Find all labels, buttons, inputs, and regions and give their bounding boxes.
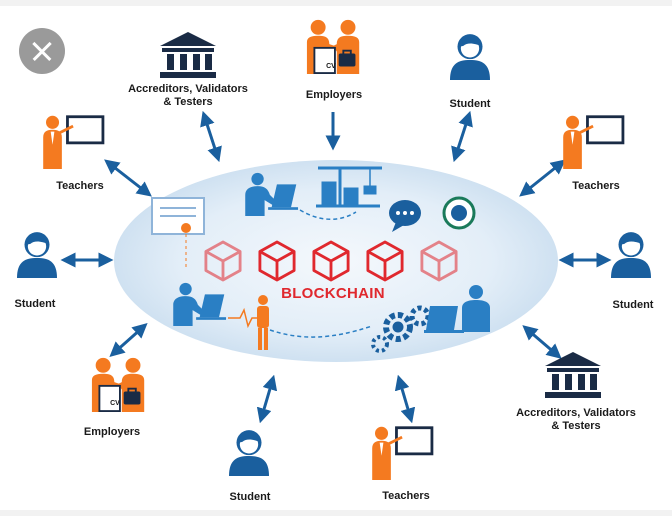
person-laptop-icon [424, 285, 490, 333]
cv-tag: CV [326, 63, 336, 70]
label-line: & Testers [163, 96, 213, 108]
institution-icon [545, 352, 601, 398]
connection-arrows [60, 110, 612, 424]
student-icon [229, 430, 269, 476]
node-label-accreditors-top: Accreditors, Validators & Testers [108, 83, 268, 109]
student-icon [450, 34, 490, 80]
node-label-student-right: Student [612, 299, 654, 311]
arrow-accreditors-top [200, 110, 222, 163]
node-label-student-top: Student [449, 98, 491, 110]
factory-crane-icon [316, 166, 382, 208]
label-line: & Testers [551, 420, 601, 432]
chat-bubble-icon [389, 200, 421, 232]
student-icon [17, 232, 57, 278]
node-label-teachers-right: Teachers [572, 180, 620, 192]
ellipse-illustrations [151, 166, 490, 353]
label-line: Accreditors, Validators [516, 407, 636, 419]
student-icon [611, 232, 651, 278]
arrow-employers-bottom [109, 323, 148, 357]
node-label-teachers-left: Teachers [56, 180, 104, 192]
arrow-teachers-bottom [394, 374, 416, 424]
gears-icon [371, 305, 431, 353]
teacher-board-icon [41, 114, 105, 169]
blockchain-label: BLOCKCHAIN [281, 285, 385, 302]
verified-badge-icon [442, 196, 476, 230]
node-label-accreditors-bottom: Accreditors, Validators & Testers [496, 407, 656, 433]
close-button[interactable] [19, 28, 65, 74]
arrow-teachers-right [519, 159, 566, 197]
node-label-employers-bottom: Employers [83, 426, 141, 438]
institution-icon [160, 32, 216, 78]
human-body-icon [257, 295, 269, 350]
arrow-student-bottom [256, 374, 278, 424]
arrow-accreditors-bottom [522, 325, 562, 359]
label-line: Accreditors, Validators [128, 83, 248, 95]
node-label-teachers-bottom: Teachers [382, 490, 430, 502]
cv-tag: CV [110, 400, 120, 407]
arrow-student-top [451, 110, 473, 163]
teacher-board-icon [561, 114, 625, 169]
node-label-student-left: Student [14, 298, 56, 310]
node-label-student-bottom: Student [229, 491, 271, 503]
arrow-teachers-left [104, 159, 152, 197]
node-label-employers-top: Employers [305, 89, 363, 101]
teacher-board-icon [370, 425, 434, 480]
